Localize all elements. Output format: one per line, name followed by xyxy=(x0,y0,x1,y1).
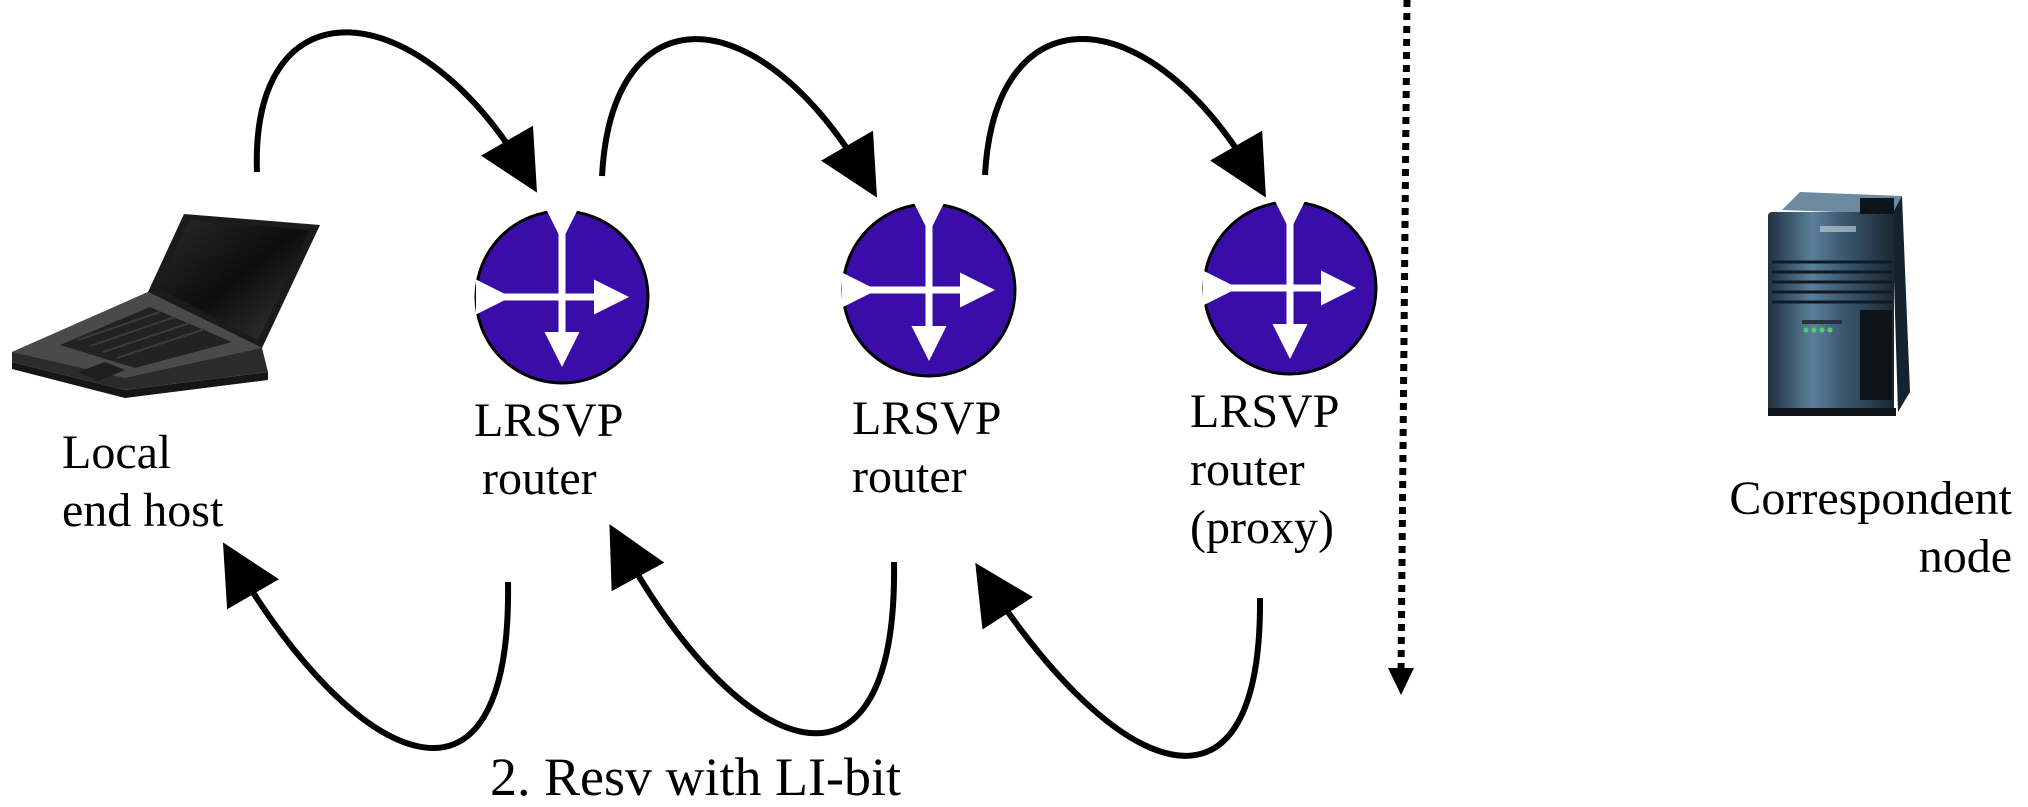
router3-label: LRSVP router (proxy) xyxy=(1190,383,1370,557)
router2-label: LRSVP router xyxy=(852,390,1032,506)
laptop-icon xyxy=(12,214,320,398)
router1-label: LRSVP router xyxy=(474,392,654,508)
router2-label-line1: LRSVP xyxy=(852,392,1002,445)
router-icon xyxy=(474,206,650,385)
dotted-boundary-arrowhead xyxy=(1388,668,1414,695)
correspondent-label-line2: node xyxy=(1918,530,2012,583)
forward-arrow-3 xyxy=(982,36,1266,198)
return-arrow-2 xyxy=(609,524,898,737)
correspondent-label-line1: Correspondent xyxy=(1729,472,2012,525)
router-icon xyxy=(1202,196,1378,376)
router3-label-line2: router xyxy=(1190,443,1305,496)
server-icon xyxy=(1768,192,1910,416)
router-icon xyxy=(841,198,1017,378)
local-host-label-line1: Local xyxy=(62,426,172,479)
router2-label-line2: router xyxy=(852,450,967,503)
local-host-label-line2: end host xyxy=(62,484,224,537)
correspondent-label: Correspondent node xyxy=(1660,470,2012,586)
local-host-label: Local end host xyxy=(62,424,262,540)
return-arrow-3 xyxy=(975,562,1264,759)
router3-label-line1: LRSVP xyxy=(1190,385,1340,438)
router1-label-line1: LRSVP xyxy=(474,394,624,447)
caption: 2. Resv with LI-bit xyxy=(490,747,901,807)
router3-label-line3: (proxy) xyxy=(1190,501,1334,554)
return-arrow-1 xyxy=(222,542,512,751)
router1-label-line2: router xyxy=(482,452,597,505)
forward-arrow-1 xyxy=(253,29,538,193)
forward-arrow-2 xyxy=(599,36,878,198)
dotted-boundary-line xyxy=(1397,0,1411,676)
